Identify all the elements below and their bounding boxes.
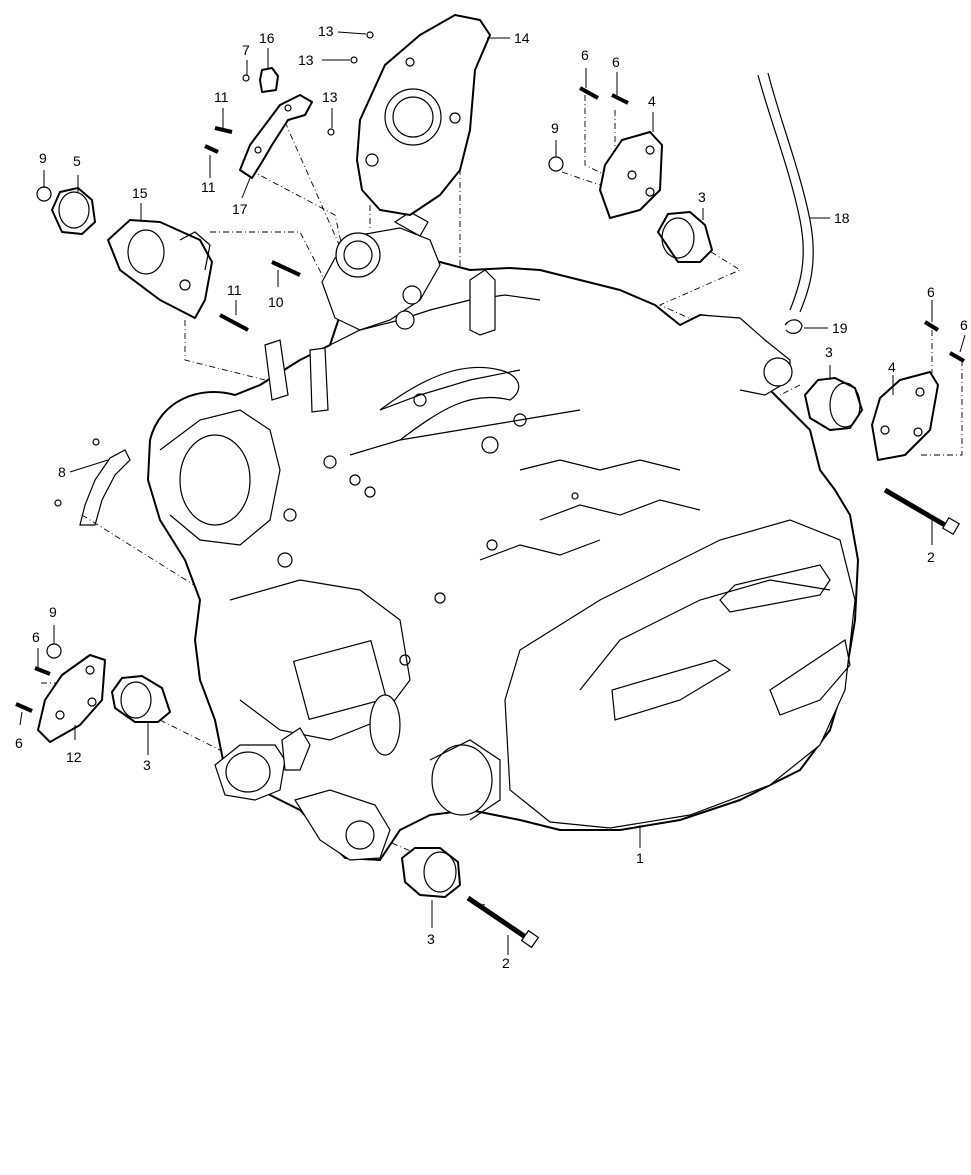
callout-part-11-b: 11 <box>201 179 216 195</box>
callout-part-3-upper: 3 <box>698 189 706 205</box>
callout-part-14: 14 <box>514 30 530 46</box>
callout-part-16: 16 <box>259 30 275 46</box>
callout-part-13-a: 13 <box>318 23 334 39</box>
bushing-part-3-left <box>111 675 171 723</box>
intake-cover-part-14 <box>356 14 491 216</box>
callout-part-6-e: 6 <box>32 629 40 645</box>
bracket-part-17 <box>239 94 313 179</box>
plate-part-12 <box>37 654 106 743</box>
callout-part-6-c: 6 <box>927 284 935 300</box>
callout-part-17: 17 <box>232 201 248 217</box>
callout-part-11-c: 11 <box>227 282 242 298</box>
callout-part-13-c: 13 <box>322 89 338 105</box>
plate-part-4-upper <box>599 131 663 219</box>
callout-part-4-right: 4 <box>888 359 896 375</box>
callout-part-19: 19 <box>832 320 848 336</box>
callout-part-1: 1 <box>636 850 644 866</box>
hose-clip-part-19 <box>784 319 803 334</box>
callout-part-15: 15 <box>132 185 148 201</box>
callout-part-3-left: 3 <box>143 757 151 773</box>
plate-part-4-right <box>871 371 939 461</box>
breather-hose-part-18 <box>757 72 814 313</box>
callout-part-3-right: 3 <box>825 344 833 360</box>
mount-sleeve-part-15 <box>107 219 213 319</box>
clip-part-16 <box>259 67 279 93</box>
callout-labels: 1 2 2 3 3 3 3 4 4 5 6 6 6 6 6 6 7 8 9 9 … <box>15 23 968 971</box>
bolts <box>15 31 965 949</box>
callout-part-9-a: 9 <box>39 150 47 166</box>
callout-part-2-right: 2 <box>927 549 935 565</box>
callout-part-8: 8 <box>58 464 66 480</box>
callout-part-6-b: 6 <box>612 54 620 70</box>
callout-part-3-bottom: 3 <box>427 931 435 947</box>
bushing-part-3-right <box>804 377 863 431</box>
callout-part-10: 10 <box>268 294 284 310</box>
bracket-part-8 <box>79 449 131 526</box>
callout-part-9-c: 9 <box>49 604 57 620</box>
callout-part-7: 7 <box>242 42 250 58</box>
bushing-part-3-bottom <box>401 847 461 898</box>
callout-part-6-f: 6 <box>15 735 23 751</box>
callout-part-13-b: 13 <box>298 52 314 68</box>
callout-part-18: 18 <box>834 210 850 226</box>
callout-part-6-a: 6 <box>581 47 589 63</box>
callout-part-2-bottom: 2 <box>502 955 510 971</box>
callout-part-4-upper: 4 <box>648 93 656 109</box>
callout-part-11-a: 11 <box>214 89 229 105</box>
bushing-part-5 <box>51 187 96 235</box>
engine-block-part-1 <box>147 211 859 861</box>
callout-part-6-d: 6 <box>960 317 968 333</box>
callout-part-9-b: 9 <box>551 120 559 136</box>
callout-part-5: 5 <box>73 153 81 169</box>
callout-part-12: 12 <box>66 749 82 765</box>
bushing-part-3-upper <box>657 211 713 263</box>
leader-lines <box>19 31 966 955</box>
